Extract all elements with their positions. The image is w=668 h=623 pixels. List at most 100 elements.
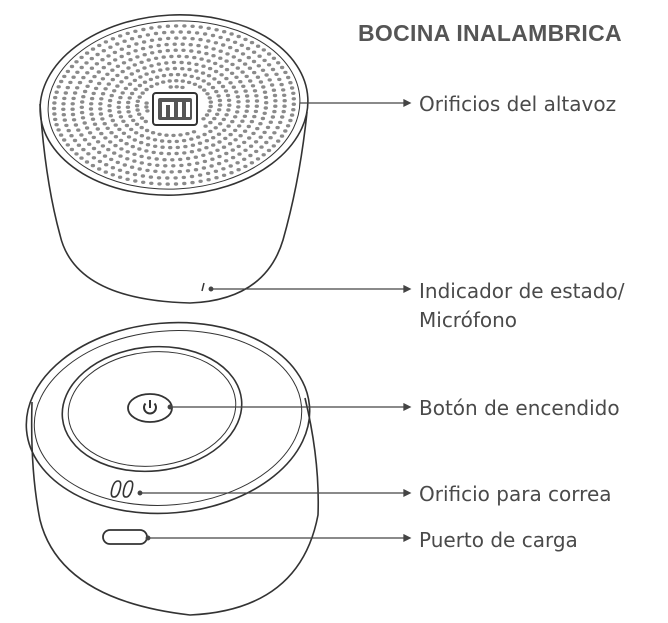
grille-hole bbox=[166, 152, 172, 156]
grille-hole bbox=[180, 67, 185, 71]
grille-hole bbox=[64, 123, 69, 128]
grille-hole bbox=[210, 33, 216, 38]
grille-hole bbox=[288, 118, 293, 123]
grille-hole bbox=[244, 74, 249, 79]
grille-hole bbox=[228, 164, 233, 168]
grille-hole bbox=[110, 173, 116, 177]
grille-hole bbox=[208, 151, 213, 155]
grille-hole bbox=[260, 68, 266, 73]
grille-hole bbox=[97, 43, 102, 48]
grille-hole bbox=[271, 144, 276, 148]
grille-hole bbox=[105, 72, 110, 77]
grille-hole bbox=[126, 51, 131, 56]
speaker-grille-holes bbox=[51, 24, 296, 186]
grille-hole bbox=[120, 91, 125, 95]
grille-hole bbox=[171, 60, 177, 65]
grille-hole bbox=[112, 50, 118, 55]
grille-hole bbox=[113, 143, 118, 148]
grille-hole bbox=[226, 124, 231, 128]
grille-hole bbox=[161, 170, 166, 174]
grille-hole bbox=[122, 39, 127, 43]
grille-hole bbox=[161, 73, 167, 78]
grille-hole bbox=[172, 42, 177, 46]
grille-hole bbox=[65, 85, 71, 90]
grille-hole bbox=[59, 79, 64, 84]
grille-hole bbox=[141, 40, 147, 44]
grille-hole bbox=[81, 147, 86, 152]
grille-hole bbox=[73, 123, 79, 127]
grille-hole bbox=[205, 171, 211, 176]
grille-hole bbox=[202, 32, 208, 36]
grille-hole bbox=[224, 67, 230, 72]
grille-hole bbox=[168, 85, 173, 89]
grille-hole bbox=[164, 42, 169, 47]
grille-hole bbox=[132, 172, 138, 177]
grille-hole bbox=[149, 26, 154, 30]
grille-hole bbox=[61, 107, 66, 112]
grille-hole bbox=[110, 77, 116, 82]
grille-hole bbox=[202, 88, 207, 92]
grille-hole bbox=[213, 69, 219, 74]
grille-hole bbox=[103, 170, 109, 174]
grille-hole bbox=[102, 122, 107, 126]
grille-hole bbox=[183, 144, 188, 149]
grille-hole bbox=[137, 83, 143, 88]
grille-hole bbox=[135, 99, 140, 104]
grille-hole bbox=[189, 137, 194, 141]
grille-hole bbox=[244, 94, 250, 98]
grille-hole bbox=[125, 31, 130, 36]
grille-hole bbox=[211, 54, 216, 58]
grille-hole bbox=[51, 106, 57, 111]
grille-hole bbox=[206, 74, 212, 78]
grille-hole bbox=[158, 68, 163, 72]
grille-hole bbox=[178, 30, 183, 34]
grille-hole bbox=[271, 88, 277, 92]
grille-hole bbox=[221, 167, 226, 171]
grille-hole bbox=[126, 66, 131, 70]
grille-hole bbox=[262, 90, 268, 94]
grille-hole bbox=[80, 116, 86, 120]
grille-hole bbox=[62, 118, 67, 122]
charging-port[interactable] bbox=[102, 529, 148, 545]
grille-hole bbox=[228, 45, 233, 50]
grille-hole bbox=[110, 68, 115, 72]
grille-hole bbox=[146, 136, 151, 140]
grille-hole bbox=[213, 169, 219, 173]
grille-hole bbox=[112, 89, 117, 93]
button-disc bbox=[61, 345, 243, 473]
grille-hole bbox=[174, 79, 179, 83]
grille-hole bbox=[252, 89, 258, 93]
grille-hole bbox=[225, 93, 231, 98]
grille-hole bbox=[177, 169, 182, 174]
grille-hole bbox=[115, 42, 120, 46]
grille-hole bbox=[129, 127, 134, 132]
power-button[interactable] bbox=[127, 393, 173, 423]
grille-hole bbox=[189, 49, 194, 53]
grille-hole bbox=[234, 75, 239, 80]
grille-hole bbox=[90, 47, 96, 51]
grille-hole bbox=[243, 164, 248, 169]
grille-hole bbox=[268, 136, 273, 140]
grille-hole bbox=[87, 131, 93, 135]
grille-hole bbox=[75, 70, 80, 75]
grille-hole bbox=[201, 153, 206, 157]
grille-hole bbox=[126, 44, 132, 49]
grille-hole bbox=[91, 91, 96, 96]
grille-hole bbox=[102, 154, 108, 158]
grille-hole bbox=[119, 80, 124, 84]
grille-hole bbox=[230, 62, 235, 67]
grille-hole bbox=[129, 72, 134, 76]
grille-hole bbox=[62, 96, 67, 101]
grille-hole bbox=[254, 104, 259, 108]
grille-hole bbox=[129, 37, 135, 41]
grille-hole bbox=[178, 133, 183, 137]
grille-hole bbox=[274, 72, 279, 77]
grille-hole bbox=[201, 79, 206, 83]
grille-hole bbox=[233, 115, 238, 119]
grille-hole bbox=[176, 54, 182, 58]
grille-hole bbox=[222, 30, 227, 34]
grille-hole bbox=[261, 48, 266, 52]
grille-hole bbox=[130, 144, 135, 149]
grille-hole bbox=[165, 182, 170, 186]
grille-hole bbox=[91, 156, 97, 160]
